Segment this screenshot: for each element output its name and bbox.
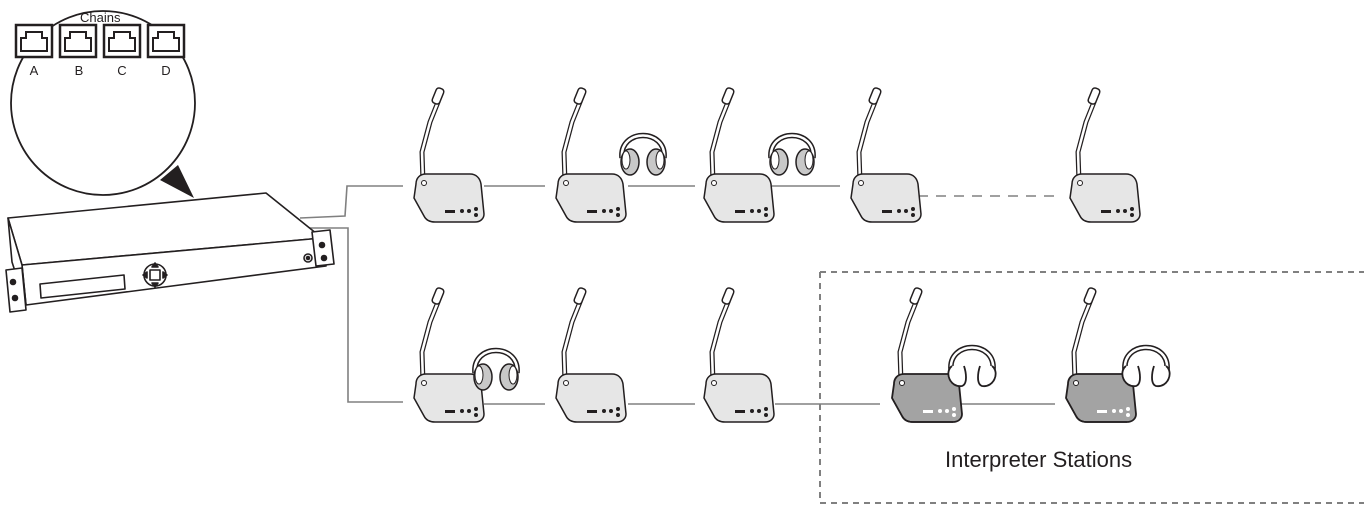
ethernet-port-icon <box>58 23 98 59</box>
interpreter-region-border <box>819 271 1364 504</box>
port-d-label: D <box>161 63 171 78</box>
headphones-icon <box>948 348 995 387</box>
interpreter-stations-label: Interpreter Stations <box>945 447 1133 472</box>
ethernet-port-icon <box>102 23 142 59</box>
microphone-unit-icon <box>414 287 484 422</box>
ethernet-port-icon <box>146 23 186 59</box>
microphone-unit-icon <box>556 87 626 222</box>
microphone-unit-icon <box>1070 87 1140 222</box>
port-a-label: A <box>29 63 39 78</box>
port-c-label: C <box>117 63 127 78</box>
ethernet-port-icon <box>14 23 54 59</box>
headphones-icon <box>621 136 665 176</box>
microphone-unit-icon <box>851 87 921 222</box>
microphone-unit-icon <box>704 87 774 222</box>
microphone-unit-icon <box>704 287 774 422</box>
headphones-icon <box>770 136 814 176</box>
interpreter-station-icon <box>1066 287 1136 422</box>
rack-unit-icon <box>5 192 335 313</box>
chains-title: Chains <box>80 10 121 25</box>
callout-pointer <box>160 165 194 198</box>
port-b-label: B <box>74 63 84 78</box>
microphone-unit-icon <box>414 87 484 222</box>
headphones-icon <box>1122 348 1169 387</box>
interpreter-station-icon <box>892 287 962 422</box>
headphones-icon <box>474 351 518 391</box>
microphone-unit-icon <box>556 287 626 422</box>
chain-cables <box>299 185 1060 405</box>
